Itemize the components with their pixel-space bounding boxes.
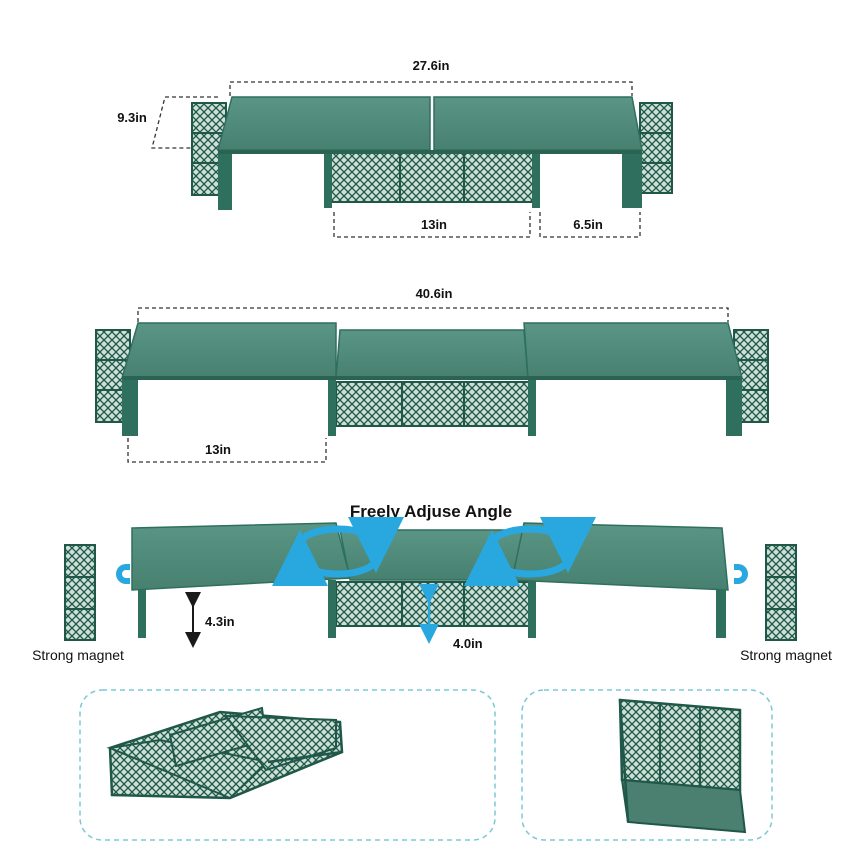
right-magnet-caption: Strong magnet (740, 647, 832, 663)
extended-width-label: 40.6in (416, 286, 453, 301)
shelf-top-middle (335, 329, 529, 379)
middle-length-label: 13in (421, 217, 447, 232)
pen-holder-icon (639, 102, 673, 194)
pen-holder-icon (618, 698, 747, 834)
pen-holder-icon (64, 544, 96, 641)
rotate-arrow-icon (464, 516, 596, 587)
extended-side-dimension-line (127, 438, 327, 463)
magnet-icon (116, 564, 130, 584)
width-dimension-line (229, 81, 633, 96)
mesh-drawer-icon (335, 581, 531, 627)
detail-pen-holder-frame (521, 689, 773, 841)
pen-holder-icon (765, 544, 797, 641)
depth-label: 9.3in (117, 110, 147, 125)
side-height-label: 4.3in (205, 614, 235, 629)
left-magnet-caption: Strong magnet (32, 647, 124, 663)
mesh-drawer-icon (329, 151, 535, 203)
side-length-label: 6.5in (573, 217, 603, 232)
magnet-icon (734, 564, 748, 584)
mesh-drawer-icon (335, 381, 531, 427)
shelf-top-left (121, 322, 337, 379)
stand-angle-view: Freely Adjuse Angle (32, 502, 832, 663)
mesh-drawer-icon (106, 706, 344, 800)
middle-dimension-line (333, 212, 531, 238)
shelf-top-right (523, 322, 743, 379)
shelf-top-right (433, 96, 643, 151)
stand-extended-view: 40.6in 13in (95, 286, 769, 463)
shelf-top-left (217, 96, 431, 151)
extended-width-dimension-line (137, 307, 729, 322)
depth-dimension-line (151, 96, 218, 149)
rotate-arrow-icon (272, 516, 404, 587)
stand-compact-view: 27.6in 9.3in 13in 6.5in (117, 58, 673, 238)
extended-side-length-label: 13in (205, 442, 231, 457)
angle-title: Freely Adjuse Angle (350, 502, 512, 521)
width-label: 27.6in (413, 58, 450, 73)
detail-drawer-frame (79, 689, 496, 841)
middle-height-label: 4.0in (453, 636, 483, 651)
